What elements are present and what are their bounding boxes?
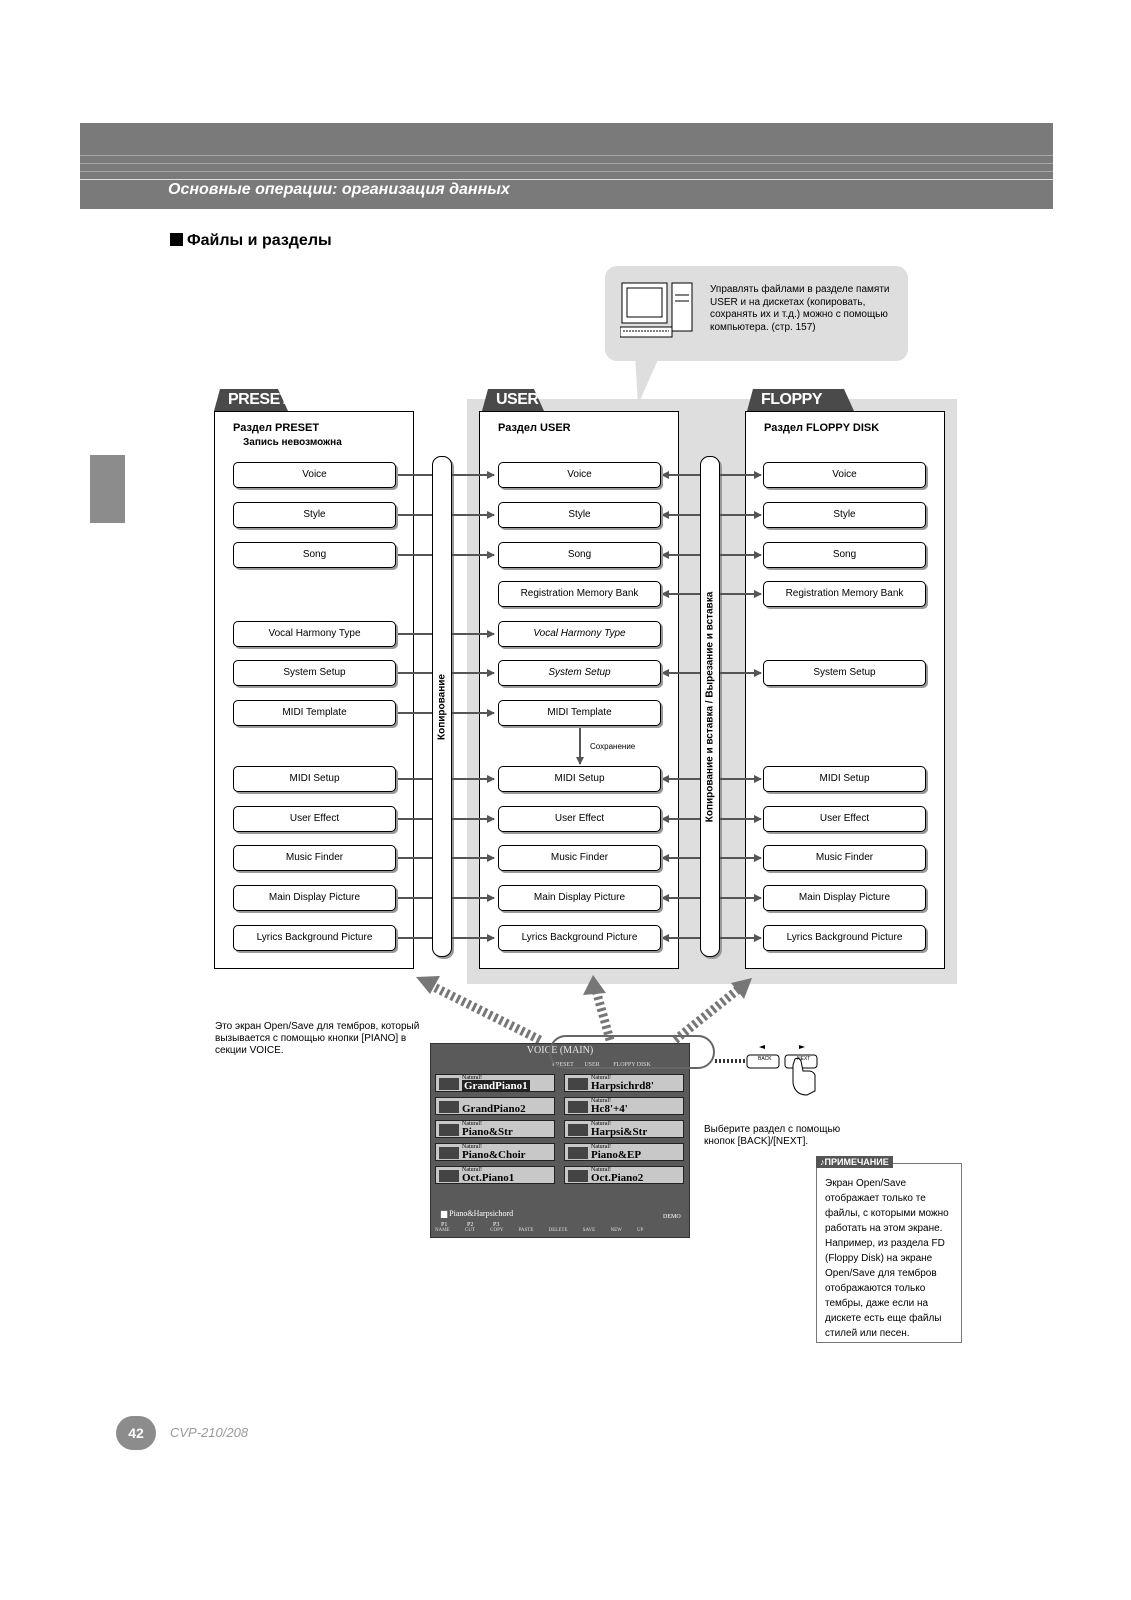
preset-voice: Voice [233, 462, 396, 488]
piano-icon [439, 1147, 459, 1159]
function-keys[interactable]: NAME CUT COPY PASTE DELETE SAVE NEW UP [435, 1228, 643, 1233]
floppy-style: Style [763, 502, 926, 528]
voice-harpsichrd8[interactable]: Natural!Harpsichrd8' [564, 1074, 684, 1092]
func-copy[interactable]: COPY [490, 1228, 503, 1233]
voice-name: Piano&Choir [462, 1149, 526, 1161]
note-text: Экран Open/Save отображает только те фай… [825, 1176, 957, 1341]
user-user-effect: User Effect [498, 806, 661, 832]
voice-name: Hc8'+4' [591, 1103, 628, 1115]
preset-music-finder: Music Finder [233, 845, 396, 871]
func-cut[interactable]: CUT [465, 1228, 475, 1233]
floppy-main-display-picture: Main Display Picture [763, 885, 926, 911]
user-lyrics-background-picture: Lyrics Background Picture [498, 925, 661, 951]
voice-piano-str[interactable]: Natural!Piano&Str [435, 1120, 555, 1138]
floppy-midi-setup: MIDI Setup [763, 766, 926, 792]
func-paste[interactable]: PASTE [519, 1228, 534, 1233]
piano-icon [439, 1124, 459, 1136]
user-music-finder: Music Finder [498, 845, 661, 871]
floppy-song: Song [763, 542, 926, 568]
folder-name: Piano&Harpsichord [449, 1209, 513, 1218]
user-main-display-picture: Main Display Picture [498, 885, 661, 911]
select-note: Выберите раздел с помощью кнопок [BACK]/… [704, 1124, 854, 1148]
func-new[interactable]: NEW [610, 1228, 621, 1233]
save-label: Сохранение [590, 742, 635, 751]
note-heading: ♪ПРИМЕЧАНИЕ [816, 1156, 893, 1168]
floppy-system-setup: System Setup [763, 660, 926, 686]
user-voice: Voice [498, 462, 661, 488]
voice-oct-piano2[interactable]: Natural!Oct.Piano2 [564, 1166, 684, 1184]
harpsichord-icon [568, 1124, 588, 1136]
harpsichord-icon [568, 1078, 588, 1090]
tab-highlight-ellipse [548, 1034, 718, 1074]
user-midi-template: MIDI Template [498, 700, 661, 726]
voice-name: Oct.Piano1 [462, 1172, 514, 1184]
model-name: CVP-210/208 [170, 1425, 248, 1440]
piano-icon [568, 1170, 588, 1182]
preset-vocal-harmony-type: Vocal Harmony Type [233, 621, 396, 647]
voice-name: Harpsichrd8' [591, 1080, 654, 1092]
folder-icon: ▆ [441, 1209, 449, 1218]
floppy-music-finder: Music Finder [763, 845, 926, 871]
voice-harpsi-str[interactable]: Natural!Harpsi&Str [564, 1120, 684, 1138]
voice-name: Oct.Piano2 [591, 1172, 643, 1184]
floppy-registration-memory-bank: Registration Memory Bank [763, 581, 926, 607]
voice-name: GrandPiano1 [462, 1080, 530, 1092]
func-save[interactable]: SAVE [583, 1228, 595, 1233]
voice-name: Piano&EP [591, 1149, 641, 1161]
user-style: Style [498, 502, 661, 528]
voice-grandpiano1[interactable]: Natural!GrandPiano1 [435, 1074, 555, 1092]
user-registration-memory-bank: Registration Memory Bank [498, 581, 661, 607]
preset-system-setup: System Setup [233, 660, 396, 686]
func-delete[interactable]: DELETE [549, 1228, 568, 1233]
preset-midi-template: MIDI Template [233, 700, 396, 726]
voice-grandpiano2[interactable]: GrandPiano2 [435, 1097, 555, 1115]
preset-midi-setup: MIDI Setup [233, 766, 396, 792]
piano-icon [439, 1078, 459, 1090]
page-number: 42 [116, 1416, 156, 1450]
screen-note: Это экран Open/Save для тембров, который… [215, 1021, 420, 1057]
user-vocal-harmony-type: Vocal Harmony Type [498, 621, 661, 647]
preset-main-display-picture: Main Display Picture [233, 885, 396, 911]
preset-lyrics-background-picture: Lyrics Background Picture [233, 925, 396, 951]
func-up[interactable]: UP [637, 1228, 643, 1233]
folder-path: ▆ Piano&Harpsichord [441, 1209, 513, 1218]
user-song: Song [498, 542, 661, 568]
piano-icon [439, 1170, 459, 1182]
next-button[interactable]: NEXT [797, 1056, 810, 1062]
demo-button[interactable]: DEMO [663, 1214, 681, 1220]
voice-name: Piano&Str [462, 1126, 513, 1138]
back-button[interactable]: BACK [758, 1056, 772, 1062]
piano-icon [568, 1147, 588, 1159]
harpsichord-icon [568, 1101, 588, 1113]
user-midi-setup: MIDI Setup [498, 766, 661, 792]
piano-icon [439, 1101, 459, 1113]
preset-style: Style [233, 502, 396, 528]
voice-piano-choir[interactable]: Natural!Piano&Choir [435, 1143, 555, 1161]
func-name[interactable]: NAME [435, 1228, 450, 1233]
user-system-setup: System Setup [498, 660, 661, 686]
floppy-lyrics-background-picture: Lyrics Background Picture [763, 925, 926, 951]
note-box: ♪ПРИМЕЧАНИЕ Экран Open/Save отображает т… [816, 1163, 962, 1343]
voice-oct-piano1[interactable]: Natural!Oct.Piano1 [435, 1166, 555, 1184]
preset-user-effect: User Effect [233, 806, 396, 832]
floppy-voice: Voice [763, 462, 926, 488]
voice-hc8-4[interactable]: Natural!Hc8'+4' [564, 1097, 684, 1115]
preset-song: Song [233, 542, 396, 568]
voice-name: Harpsi&Str [591, 1126, 647, 1138]
floppy-user-effect: User Effect [763, 806, 926, 832]
voice-piano-ep[interactable]: Natural!Piano&EP [564, 1143, 684, 1161]
back-next-illustration [715, 1045, 820, 1107]
voice-name: GrandPiano2 [462, 1103, 526, 1115]
note-heading-text: ПРИМЕЧАНИЕ [825, 1157, 889, 1167]
